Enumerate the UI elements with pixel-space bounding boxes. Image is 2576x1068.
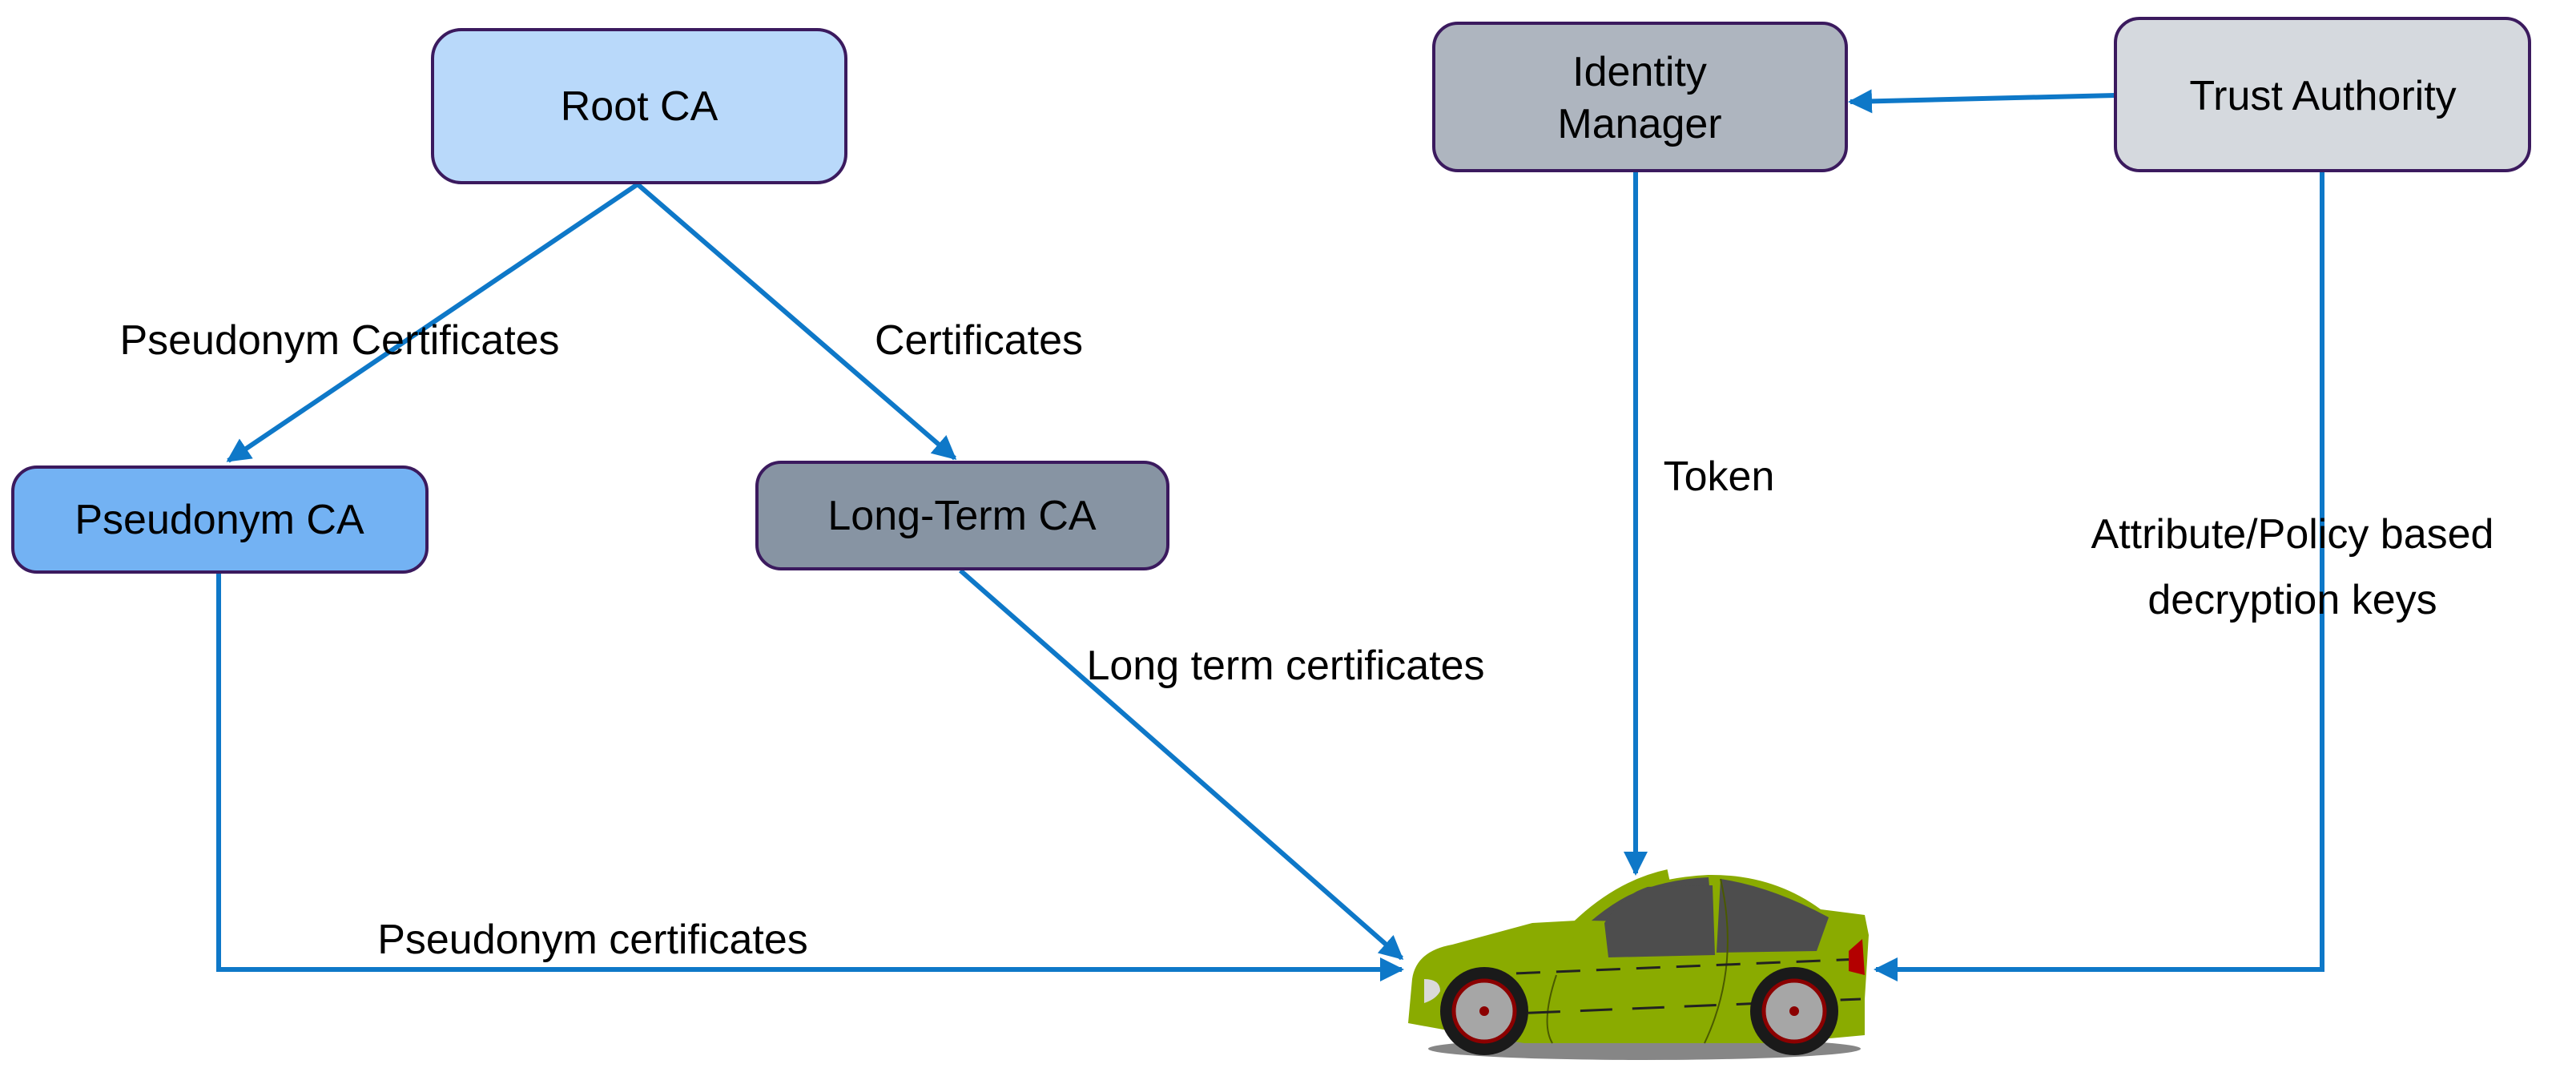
label-long-term-certificates: Long term certificates (1086, 643, 1484, 689)
arrow-trust-to-identity (1848, 89, 2116, 114)
arrow-trust-to-vehicle (1874, 172, 2324, 981)
node-root-ca: Root CA (431, 28, 847, 184)
car-icon (1408, 869, 1869, 1060)
arrow-root-to-longterm (636, 182, 957, 461)
arrow-longterm-to-vehicle (959, 568, 1404, 961)
front-wheel (1440, 967, 1528, 1055)
arrow-root-to-pseudonym (226, 182, 639, 463)
long-term-ca-label: Long-Term CA (827, 493, 1097, 539)
identity-manager-label-line2: Manager (1557, 101, 1721, 147)
node-pseudonym-ca: Pseudonym CA (11, 465, 429, 574)
label-attribute-policy-line1: Attribute/Policy based (2091, 511, 2494, 558)
node-long-term-ca: Long-Term CA (755, 461, 1169, 570)
label-token: Token (1664, 453, 1775, 500)
root-ca-label: Root CA (561, 83, 718, 130)
arrow-pseudonym-to-vehicle (216, 572, 1404, 981)
label-pseudonym-certificates-vehicle: Pseudonym certificates (377, 917, 808, 963)
rear-wheel (1750, 967, 1838, 1055)
node-identity-manager: Identity Manager (1432, 22, 1848, 172)
label-pseudonym-certificates: Pseudonym Certificates (119, 317, 559, 364)
identity-manager-label-line1: Identity (1572, 49, 1707, 95)
node-trust-authority: Trust Authority (2114, 17, 2531, 172)
label-attribute-policy-line2: decryption keys (2147, 577, 2437, 623)
label-certificates: Certificates (875, 317, 1083, 364)
pseudonym-ca-label: Pseudonym CA (74, 497, 364, 543)
trust-authority-label: Trust Authority (2189, 73, 2456, 119)
